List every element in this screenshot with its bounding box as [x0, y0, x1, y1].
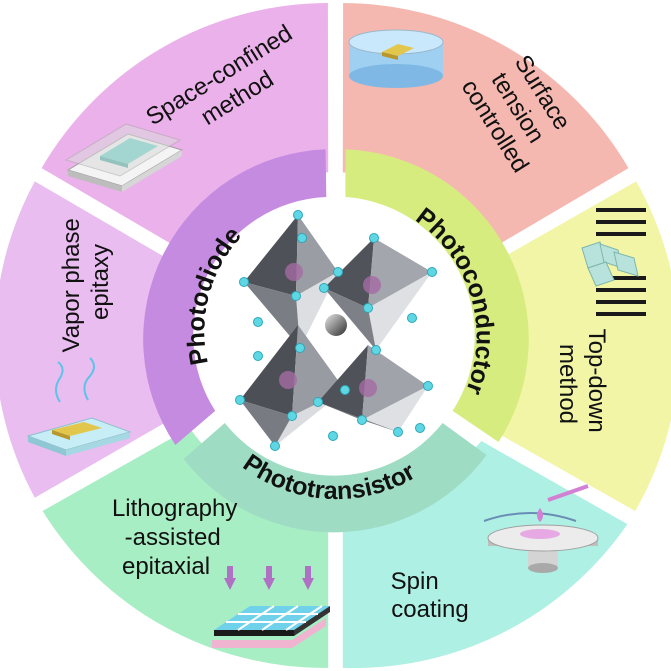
segment-phototransistor — [183, 423, 487, 533]
vapor-phase-label: Vapor phase epitaxy — [58, 212, 114, 353]
segment-vapor-phase — [0, 181, 181, 498]
patterned-substrate-icon — [212, 566, 330, 648]
layered-crystal-icon — [581, 208, 646, 316]
petri-dish-icon — [348, 29, 444, 88]
top-down-label: Top-down method — [554, 329, 610, 440]
spin-coating-label: Spin coating — [391, 568, 469, 623]
vapor-substrate-icon — [26, 357, 132, 456]
substrate-sandwich-icon — [64, 123, 184, 192]
segment-space-confined — [41, 3, 329, 254]
perovskite-crystal-icon — [222, 210, 450, 451]
lithography-label: Lithography -assisted epitaxial — [112, 495, 244, 580]
segment-photoconductor — [345, 149, 529, 443]
spin-coater-icon — [483, 484, 599, 573]
segment-photodiode — [143, 149, 327, 446]
